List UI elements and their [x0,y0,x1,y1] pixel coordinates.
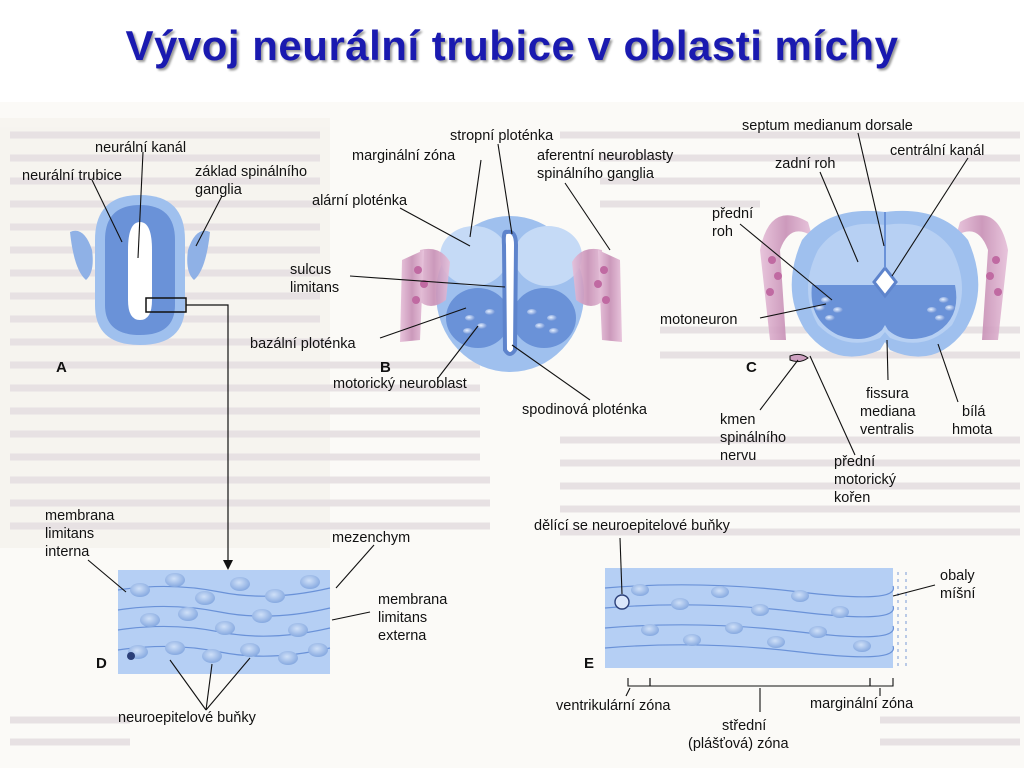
label-ventral-root-2: motorický [834,472,897,488]
label-sulcus-1: sulcus [290,262,331,278]
label-ganglion-basis-2: ganglia [195,182,243,198]
panel-c-leaders [739,132,969,456]
label-fissura-3: ventralis [860,422,914,438]
label-fissura-1: fissura [866,386,910,402]
label-basal-plate: bazální ploténka [250,336,357,352]
slide-title: Vývoj neurální trubice v oblasti míchy [125,22,899,69]
label-nerve-trunk-1: kmen [720,412,755,428]
label-dorsal-horn: zadní roh [775,156,835,172]
label-ventral-horn-2: roh [712,224,733,240]
label-ventral-root-3: kořen [834,490,870,506]
label-nerve-trunk-2: spinálního [720,430,786,446]
label-nerve-trunk-3: nervu [720,448,756,464]
label-neural-tube: neurální trubice [22,168,122,184]
panel-d-leaders [87,544,375,711]
label-mli-2: limitans [45,526,94,542]
label-marginal: marginální zóna [810,696,914,712]
panel-e-leaders [619,537,936,597]
panel-d-letter: D [96,655,107,672]
label-neural-canal: neurální kanál [95,140,186,156]
label-middle-1: střední [722,718,766,734]
label-alar-plate: alární ploténka [312,193,408,209]
label-afferent-1: aferentní neuroblasty [537,148,674,164]
label-meninges-2: míšní [940,586,975,602]
label-white-matter-2: hmota [952,422,993,438]
label-ventricular: ventrikulární zóna [556,698,671,714]
label-motoneuron: motoneuron [660,312,737,328]
panel-b-letter: B [380,359,391,376]
label-mesenchyme: mezenchym [332,530,410,546]
label-mli-3: interna [45,544,90,560]
panel-e-brackets [625,678,894,712]
panel-e-mantle-layer [604,568,907,668]
label-mle-2: limitans [378,610,427,626]
label-central-canal: centrální kanál [890,143,984,159]
label-sulcus-2: limitans [290,280,339,296]
label-mle-1: membrana [378,592,448,608]
label-middle-2: (plášťová) zóna [688,736,789,752]
panel-a-leaders [91,151,223,259]
label-roof-plate: stropní ploténka [450,128,554,144]
label-mle-3: externa [378,628,427,644]
label-white-matter-1: bílá [962,404,986,420]
label-ventral-root-1: přední [834,454,875,470]
label-afferent-2: spinálního ganglia [537,166,655,182]
label-meninges-1: obaly [940,568,975,584]
panel-a-neural-tube [70,195,233,570]
panel-a-letter: A [56,359,67,376]
label-fissura-2: mediana [860,404,917,420]
label-neuroepithelial: neuroepitelové buňky [118,710,257,726]
panel-b-leaders [349,143,611,401]
panel-c-letter: C [746,359,757,376]
panel-d-neuroepithelium [117,570,331,674]
label-marginal-zone: marginální zóna [352,148,456,164]
label-septum: septum medianum dorsale [742,118,913,134]
panel-e-letter: E [584,655,594,672]
label-floor-plate: spodinová ploténka [522,402,648,418]
label-mli-1: membrana [45,508,115,524]
panel-b-spinal-cord [400,216,622,372]
label-ventral-horn-1: přední [712,206,753,222]
panel-c-spinal-cord [760,210,1008,363]
label-motor-neuroblast: motorický neuroblast [333,376,467,392]
label-ganglion-basis-1: základ spinálního [195,164,307,180]
label-dividing-cells: dělící se neuroepitelové buňky [534,518,731,534]
